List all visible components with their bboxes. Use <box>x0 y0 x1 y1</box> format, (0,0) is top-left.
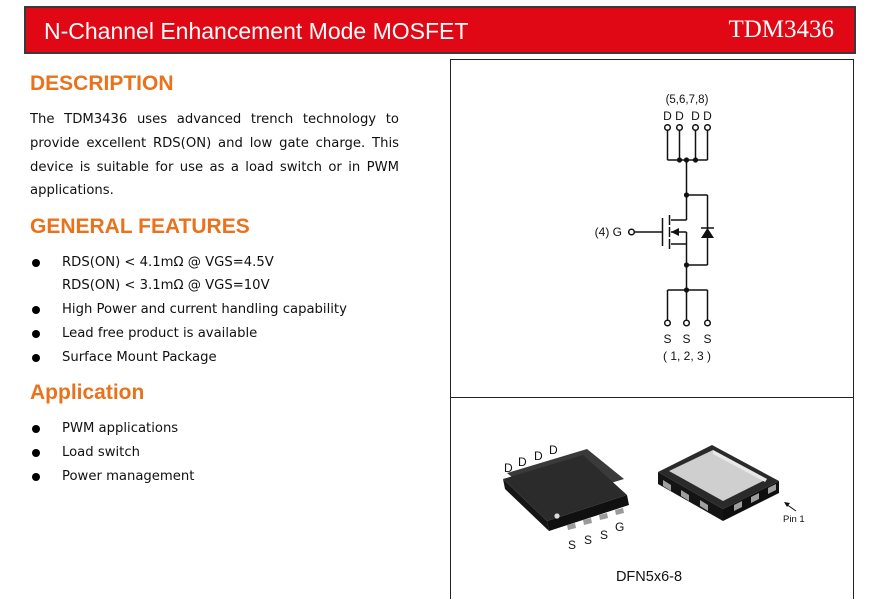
source-label: S <box>663 332 671 346</box>
description-line: applications. <box>30 183 114 199</box>
bullet-icon <box>32 306 40 314</box>
features-heading: GENERAL FEATURES <box>30 215 250 238</box>
package-drain-label: D <box>518 455 527 469</box>
feature-text: Surface Mount Package <box>62 350 217 365</box>
feature-item: High Power and current handling capabili… <box>30 300 430 320</box>
package-name: DFN5x6-8 <box>616 569 682 585</box>
description-text: The TDM3436 uses advanced trench technol… <box>30 108 399 203</box>
source-label: S <box>703 332 711 346</box>
description-line: device is suitable for use as a load swi… <box>30 159 399 175</box>
panel-divider <box>450 397 854 398</box>
pin1-arrow-icon <box>784 502 790 507</box>
application-item: Power management <box>30 467 430 487</box>
source-pin-numbers: ( 1, 2, 3 ) <box>663 349 711 363</box>
gate-label: (4) G <box>595 225 622 239</box>
drain-label: D <box>675 109 684 123</box>
drain-pin-numbers: (5,6,7,8) <box>666 94 709 106</box>
figure-panel <box>450 59 854 599</box>
bullet-icon <box>32 449 40 457</box>
description-line: provide excellent RDS(ON) and low gate c… <box>30 135 399 151</box>
bullet-icon <box>32 425 40 433</box>
title-banner: N-Channel Enhancement Mode MOSFET TDM343… <box>24 6 856 54</box>
bullet-icon <box>32 259 40 267</box>
feature-text: RDS(ON) < 3.1mΩ @ VGS=10V <box>62 278 270 293</box>
package-pin-label: S <box>568 538 576 552</box>
feature-text: High Power and current handling capabili… <box>62 302 347 317</box>
description-heading: DESCRIPTION <box>30 72 174 95</box>
package-illustration: D D D D S S S G Pin 1 DFN5x6-8 <box>503 443 805 585</box>
application-text: PWM applications <box>62 421 179 436</box>
feature-item: Lead free product is available <box>30 324 430 344</box>
feature-text: Lead free product is available <box>62 326 258 341</box>
package-drain-label: D <box>534 449 543 463</box>
application-text: Power management <box>62 469 195 484</box>
feature-item-continuation: RDS(ON) < 3.1mΩ @ VGS=10V <box>30 276 430 296</box>
source-label: S <box>682 332 690 346</box>
application-heading: Application <box>30 381 145 404</box>
package-top-view <box>503 449 629 531</box>
feature-item: Surface Mount Package <box>30 348 430 368</box>
package-drain-label: D <box>549 443 558 457</box>
bullet-icon <box>32 354 40 362</box>
drain-label: D <box>663 109 672 123</box>
part-number: TDM3436 <box>728 16 834 43</box>
feature-text: RDS(ON) < 4.1mΩ @ VGS=4.5V <box>62 255 274 270</box>
bullet-icon <box>32 330 40 338</box>
application-item: Load switch <box>30 443 430 463</box>
package-pin-label: S <box>584 533 592 547</box>
package-drain-label: D <box>504 461 513 475</box>
package-pin-label: G <box>615 520 624 534</box>
document-title: N-Channel Enhancement Mode MOSFET <box>44 18 469 44</box>
description-line: The TDM3436 uses advanced trench technol… <box>30 112 399 127</box>
drain-label: D <box>691 109 700 123</box>
package-pin-label: S <box>600 528 608 542</box>
pin1-label: Pin 1 <box>783 514 805 525</box>
application-text: Load switch <box>62 445 140 460</box>
package-bottom-view <box>658 445 779 521</box>
bullet-icon <box>32 473 40 481</box>
mosfet-schematic: (5,6,7,8) D D D D (4) G S S S ( 1, 2, 3 … <box>595 94 714 363</box>
application-item: PWM applications <box>30 419 430 439</box>
drain-label: D <box>703 109 712 123</box>
feature-item: RDS(ON) < 4.1mΩ @ VGS=4.5V <box>30 253 430 273</box>
